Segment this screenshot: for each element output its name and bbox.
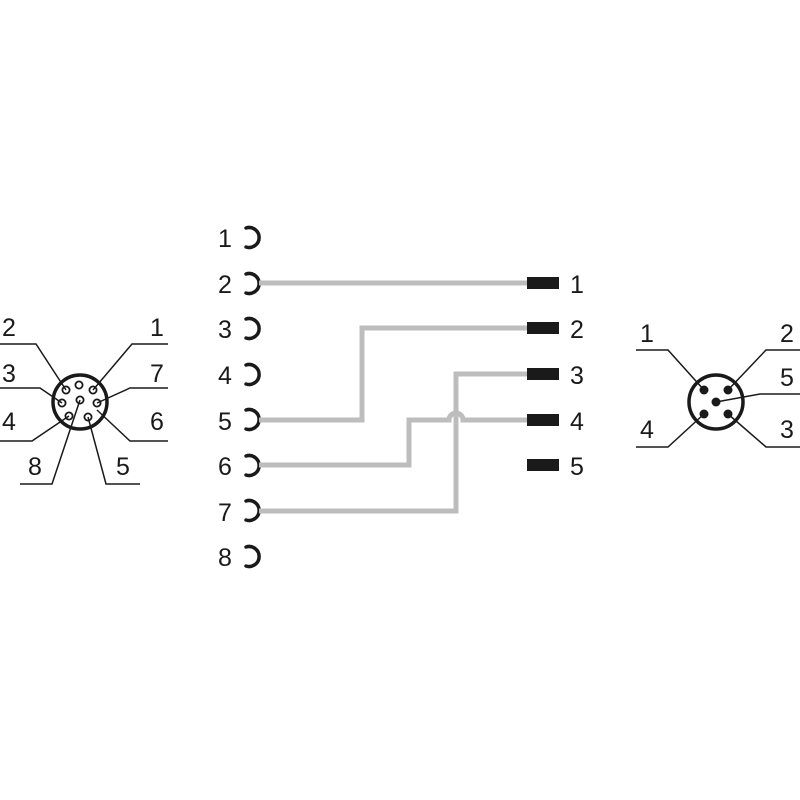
left-lead-7 <box>96 387 168 404</box>
left-pin-label-6: 6 <box>150 408 164 436</box>
center-left-pin-2: 2 <box>218 271 232 299</box>
right-connector-face: 1 2 5 4 3 <box>636 320 800 448</box>
left-pin-label-1: 1 <box>150 314 164 342</box>
center-right-pin-5: 5 <box>570 453 584 481</box>
socket-3-icon <box>244 316 261 341</box>
right-lead-5 <box>715 393 800 403</box>
pin-bar-5 <box>527 459 559 471</box>
pin-bar-3 <box>527 368 559 380</box>
wire-7-to-3 <box>259 371 527 514</box>
left-lead-1 <box>92 343 168 391</box>
center-left-pin-1: 1 <box>218 225 232 253</box>
left-connector-contact <box>74 380 84 390</box>
center-right-pin-1: 1 <box>570 271 584 299</box>
left-lead-4 <box>0 415 70 442</box>
wire-5-to-2 <box>259 325 527 423</box>
center-wiring: 1 2 3 4 5 6 7 8 1 2 3 4 5 <box>218 225 584 572</box>
right-lead-2 <box>727 349 800 391</box>
right-pin-label-2: 2 <box>780 320 794 348</box>
socket-5-icon <box>244 407 261 432</box>
right-pin-label-4: 4 <box>640 416 654 444</box>
socket-7-icon <box>244 498 261 523</box>
center-left-pin-5: 5 <box>218 408 232 436</box>
pin-bar-4 <box>527 414 559 426</box>
left-pin-label-4: 4 <box>2 408 16 436</box>
center-right-pin-2: 2 <box>570 316 584 344</box>
left-lead-3 <box>0 387 63 404</box>
right-lead-4 <box>636 413 705 448</box>
center-right-pin-4: 4 <box>570 408 584 436</box>
right-lead-1 <box>636 349 705 391</box>
left-pin-label-7: 7 <box>150 360 164 388</box>
left-pin-label-3: 3 <box>2 360 16 388</box>
center-left-pin-8: 8 <box>218 544 232 572</box>
left-lead-8 <box>20 399 81 485</box>
center-left-pin-7: 7 <box>218 499 232 527</box>
right-pin-label-3: 3 <box>780 416 794 444</box>
left-lead-5 <box>87 416 140 485</box>
left-pin-label-2: 2 <box>2 314 16 342</box>
left-pin-label-8: 8 <box>28 453 42 481</box>
left-connector-face: 2 1 3 7 4 6 8 5 <box>0 314 168 485</box>
center-right-pin-3: 3 <box>570 362 584 390</box>
socket-6-icon <box>244 453 261 478</box>
socket-4-icon <box>244 362 261 387</box>
left-lead-2 <box>0 343 67 391</box>
left-pin-label-5: 5 <box>116 453 130 481</box>
right-pin-label-5: 5 <box>780 364 794 392</box>
left-lead-6 <box>96 409 168 442</box>
socket-2-icon <box>244 271 261 296</box>
pin-bar-1 <box>527 277 559 289</box>
center-left-pin-6: 6 <box>218 453 232 481</box>
right-pin-label-1: 1 <box>640 320 654 348</box>
center-left-pin-3: 3 <box>218 316 232 344</box>
socket-1-icon <box>244 225 261 250</box>
pin-bar-2 <box>527 322 559 334</box>
socket-8-icon <box>244 544 261 569</box>
right-lead-3 <box>727 413 800 448</box>
center-left-pin-4: 4 <box>218 362 232 390</box>
